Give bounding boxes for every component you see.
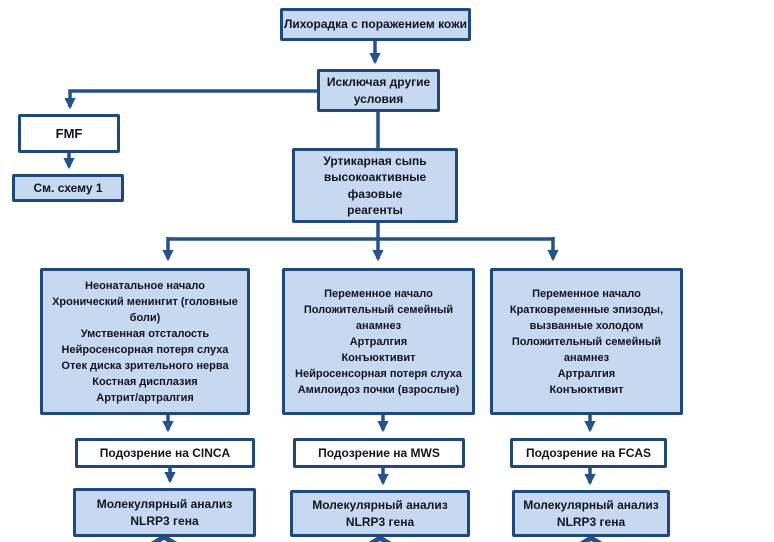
node-mws-criteria: Переменное начало Положительный семейный… — [282, 268, 475, 415]
node-suspect-cinca: Подозрение на CINCA — [75, 438, 255, 468]
node-fever-with-skin-lesions: Лихорадка с поражением кожи — [280, 8, 471, 41]
node-nlrp3-analysis-mws: Молекулярный анализ NLRP3 гена — [290, 490, 470, 537]
node-exclude-other-conditions: Исключая другие условия — [317, 69, 440, 112]
node-nlrp3-analysis-fcas: Молекулярный анализ NLRP3 гена — [512, 490, 670, 537]
node-suspect-fcas: Подозрение на FCAS — [510, 438, 667, 468]
node-nlrp3-analysis-cinca: Молекулярный анализ NLRP3 гена — [73, 488, 256, 537]
node-see-scheme-1: См. схему 1 — [12, 174, 124, 202]
node-suspect-mws: Подозрение на MWS — [293, 438, 465, 468]
node-urticarial-rash: Уртикарная сыпь высокоактивные фазовые р… — [292, 148, 458, 223]
node-fcas-criteria: Переменное начало Кратковременные эпизод… — [490, 268, 683, 415]
node-fmf: FMF — [18, 114, 120, 153]
node-cinca-criteria: Неонатальное начало Хронический менингит… — [40, 268, 250, 415]
